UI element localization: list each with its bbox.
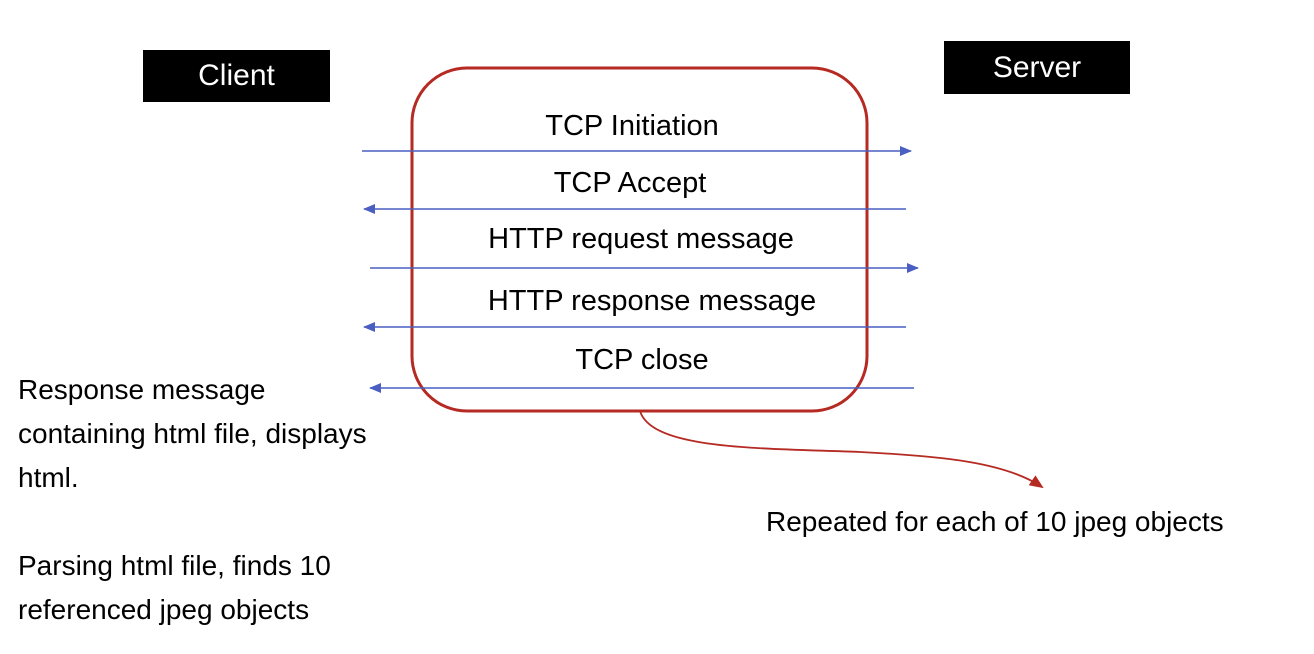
parsing-note: Parsing html file, finds 10 referenced j… <box>18 544 331 632</box>
message-label-tcp-initiation: TCP Initiation <box>545 110 719 142</box>
client-label: Client <box>198 59 275 92</box>
response-note-line: containing html file, displays <box>18 418 367 449</box>
message-label-http-response: HTTP response message <box>487 285 817 317</box>
repeat-note: Repeated for each of 10 jpeg objects <box>766 506 1224 537</box>
client-label-box: Client <box>143 50 330 102</box>
response-note: Response message containing html file, d… <box>18 368 367 500</box>
message-label-http-request: HTTP request message <box>488 223 794 255</box>
repeat-pointer-arrow <box>639 410 1044 489</box>
parsing-note-line: referenced jpeg objects <box>18 594 310 625</box>
server-label: Server <box>992 50 1082 84</box>
parsing-note-line: Parsing html file, finds 10 <box>18 550 331 581</box>
message-label-tcp-accept: TCP Accept <box>553 167 707 199</box>
message-label-tcp-close: TCP close <box>575 344 709 376</box>
repeat-loop-box <box>410 66 869 413</box>
server-label-box: Server <box>944 41 1130 94</box>
response-note-line: Response message <box>18 374 266 405</box>
response-note-line: html. <box>18 462 79 493</box>
